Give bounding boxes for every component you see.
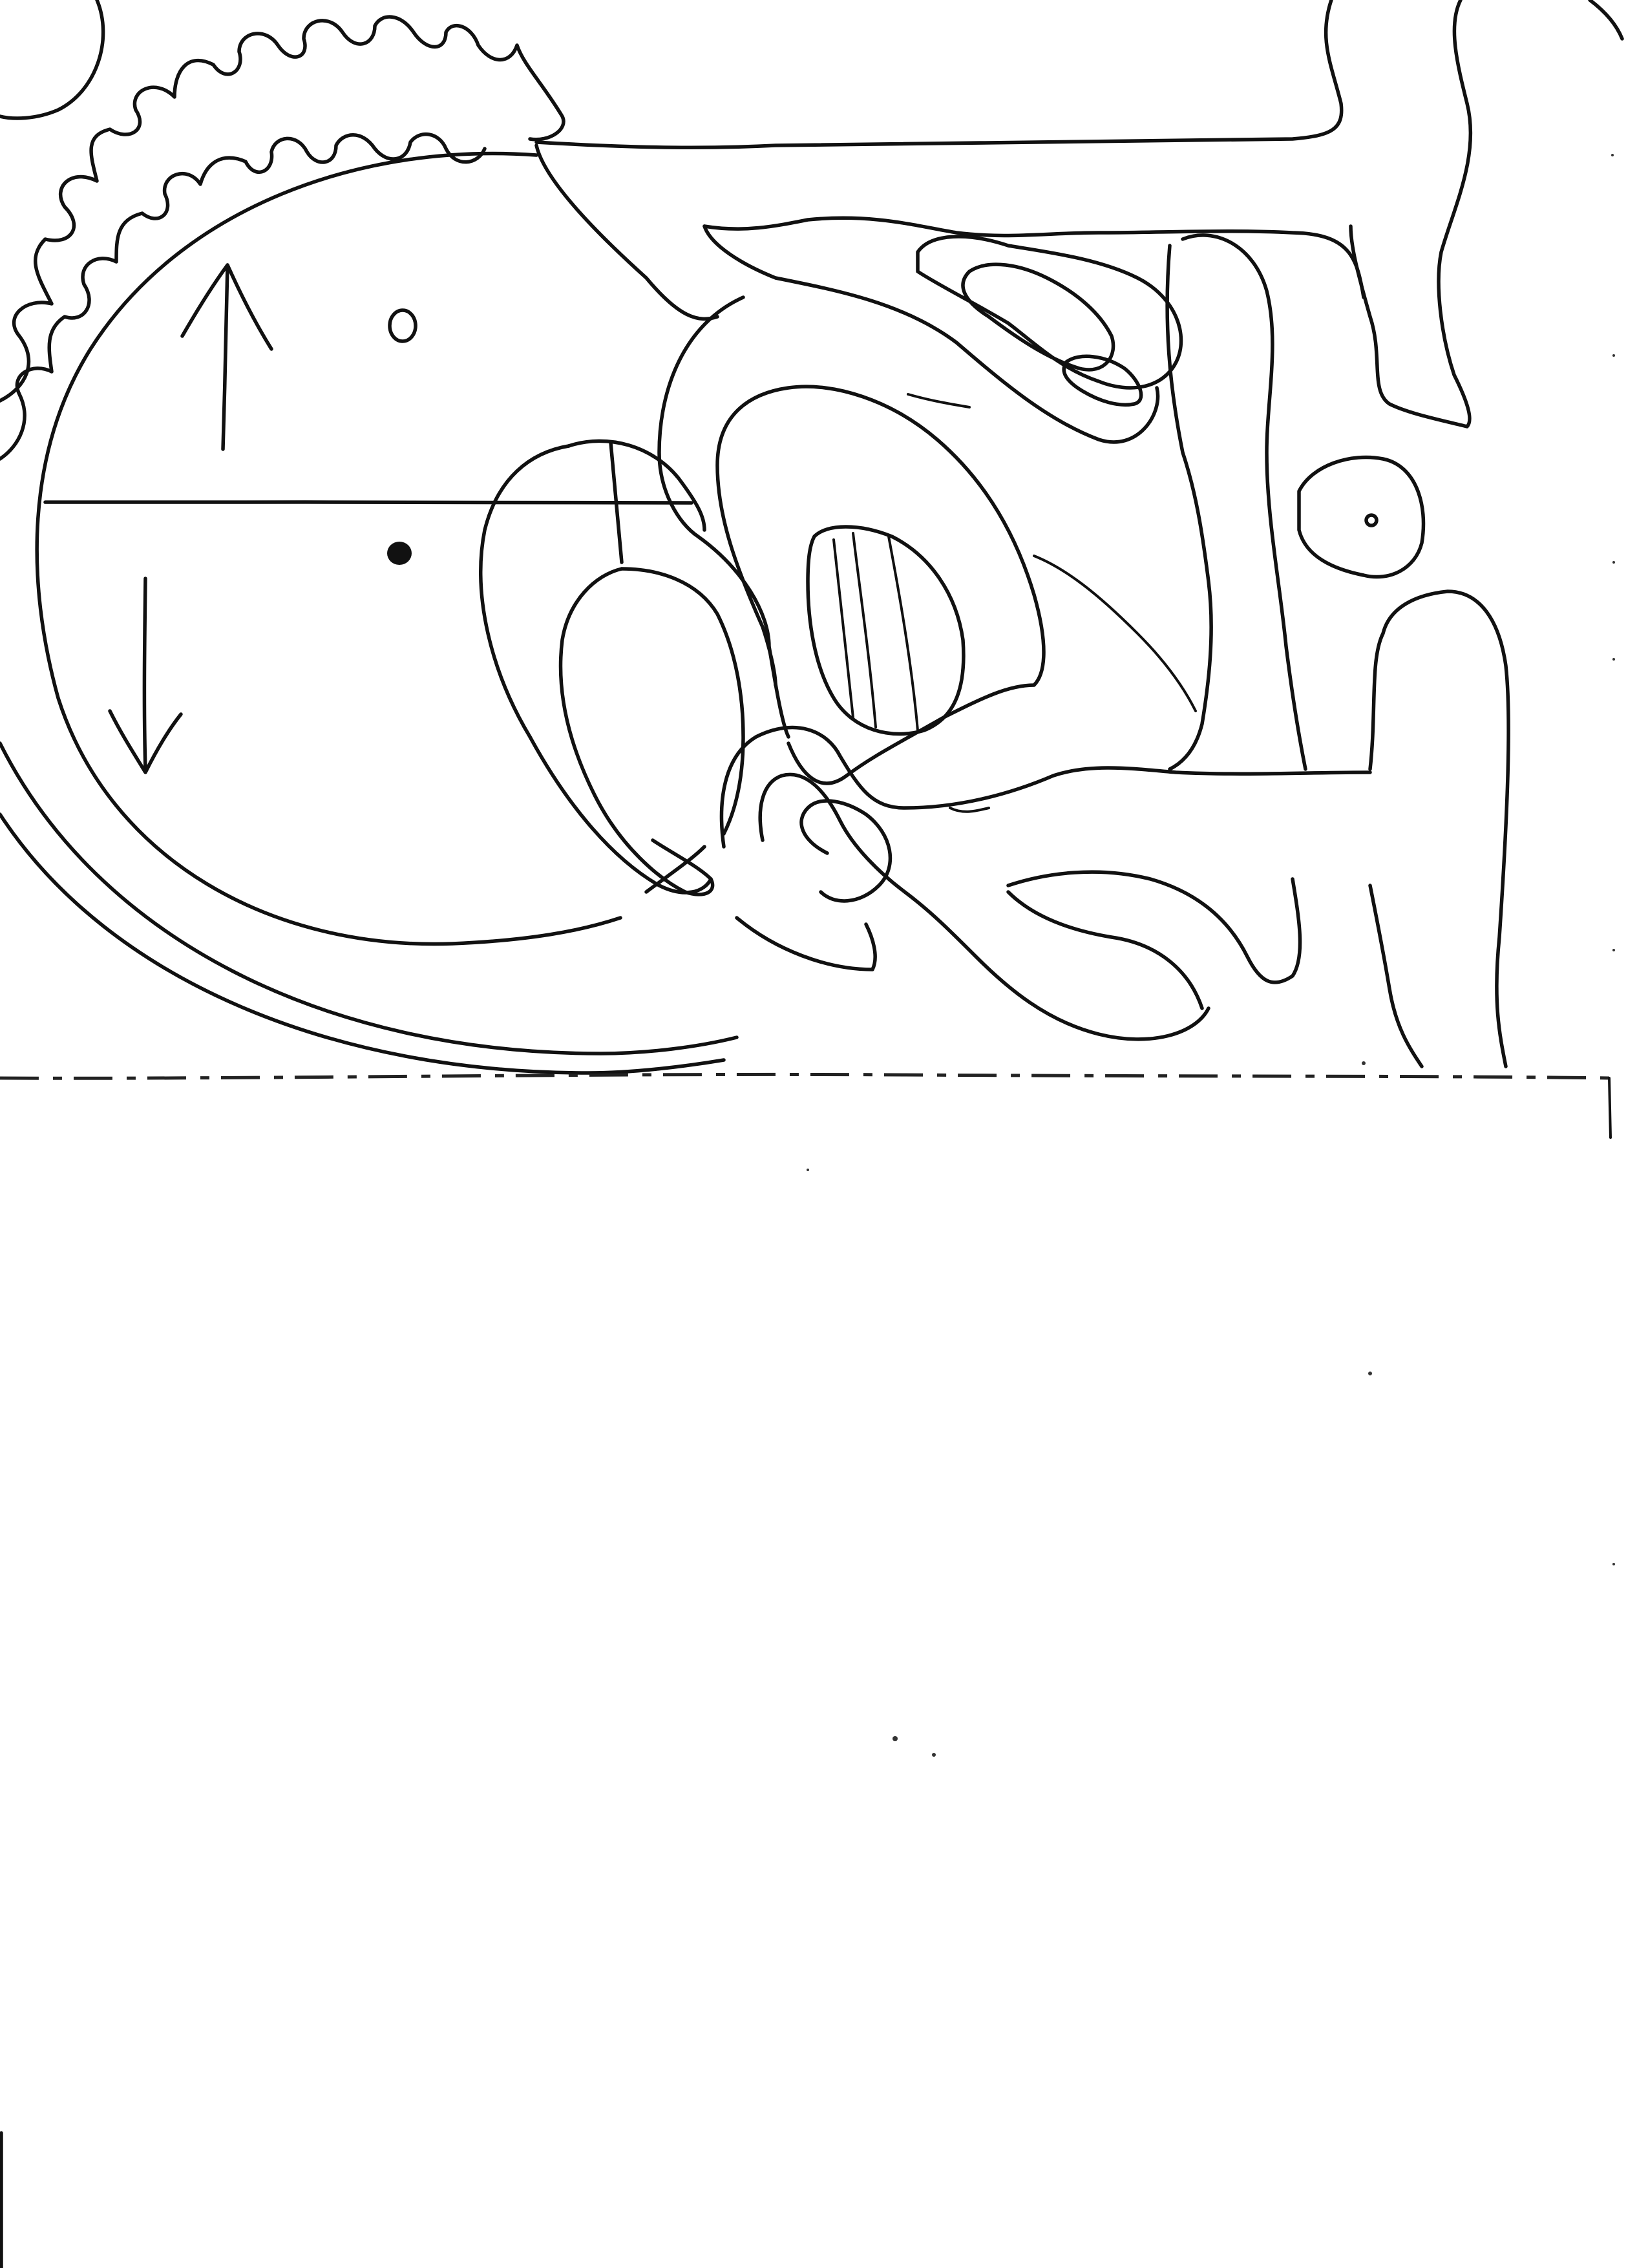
center-lobe-mid [717,387,1044,783]
s-tube-loop [801,801,890,901]
top-band-lower [536,145,717,319]
top-band-upper [536,0,1342,147]
right-tall-shape-lower [1370,885,1422,1066]
contour-inner [963,264,1114,370]
middle-tick-2 [1034,556,1196,711]
center-ellipse-striped [808,527,964,734]
circle-divider-line [45,502,692,503]
speck [1612,1563,1615,1565]
s-tube-inner [760,774,1209,1039]
ellipse-stripe-2 [853,533,876,727]
middle-column-right [1183,235,1305,769]
s-tube-lower [737,918,875,970]
wavy-flame-border [0,17,564,401]
top-right-shape [1351,0,1470,427]
ellipse-stripe-1 [834,540,853,717]
speck [1611,154,1614,156]
s-tube-tick [950,808,989,812]
middle-tick [908,394,969,407]
filled-dot-icon [387,542,412,565]
speck [1612,658,1615,661]
speck [1368,1372,1372,1375]
top-right-corner [1590,0,1622,39]
speck [1612,561,1615,564]
right-oval-dot-icon [1366,515,1377,525]
middle-column-left [1167,246,1211,769]
speck [932,1753,936,1757]
left-oval-inner [560,569,712,895]
speck [1362,1061,1366,1065]
speck [1612,354,1615,357]
contour-outer [918,237,1181,388]
s-tube-branch [1008,872,1300,982]
page-fold-line [0,1074,1609,1078]
speck [1612,949,1615,951]
top-left-arc [0,0,103,118]
speck [893,1736,898,1741]
up-arrow-icon [182,265,271,449]
s-tube-branch-lower [1008,892,1202,1008]
contour-core [1064,356,1141,405]
page-fold-right [1609,1078,1611,1138]
down-arrow-icon [110,578,181,772]
upper-lobe-bottom [704,226,1158,442]
open-circle-icon [390,310,416,341]
ellipse-stripe-3 [889,536,918,730]
big-circle [37,154,620,944]
left-oval-top [569,441,704,530]
left-oval-inner-right [622,569,743,834]
speck [807,1169,809,1171]
right-oval [1299,457,1424,577]
outer-arc-1 [0,743,737,1054]
